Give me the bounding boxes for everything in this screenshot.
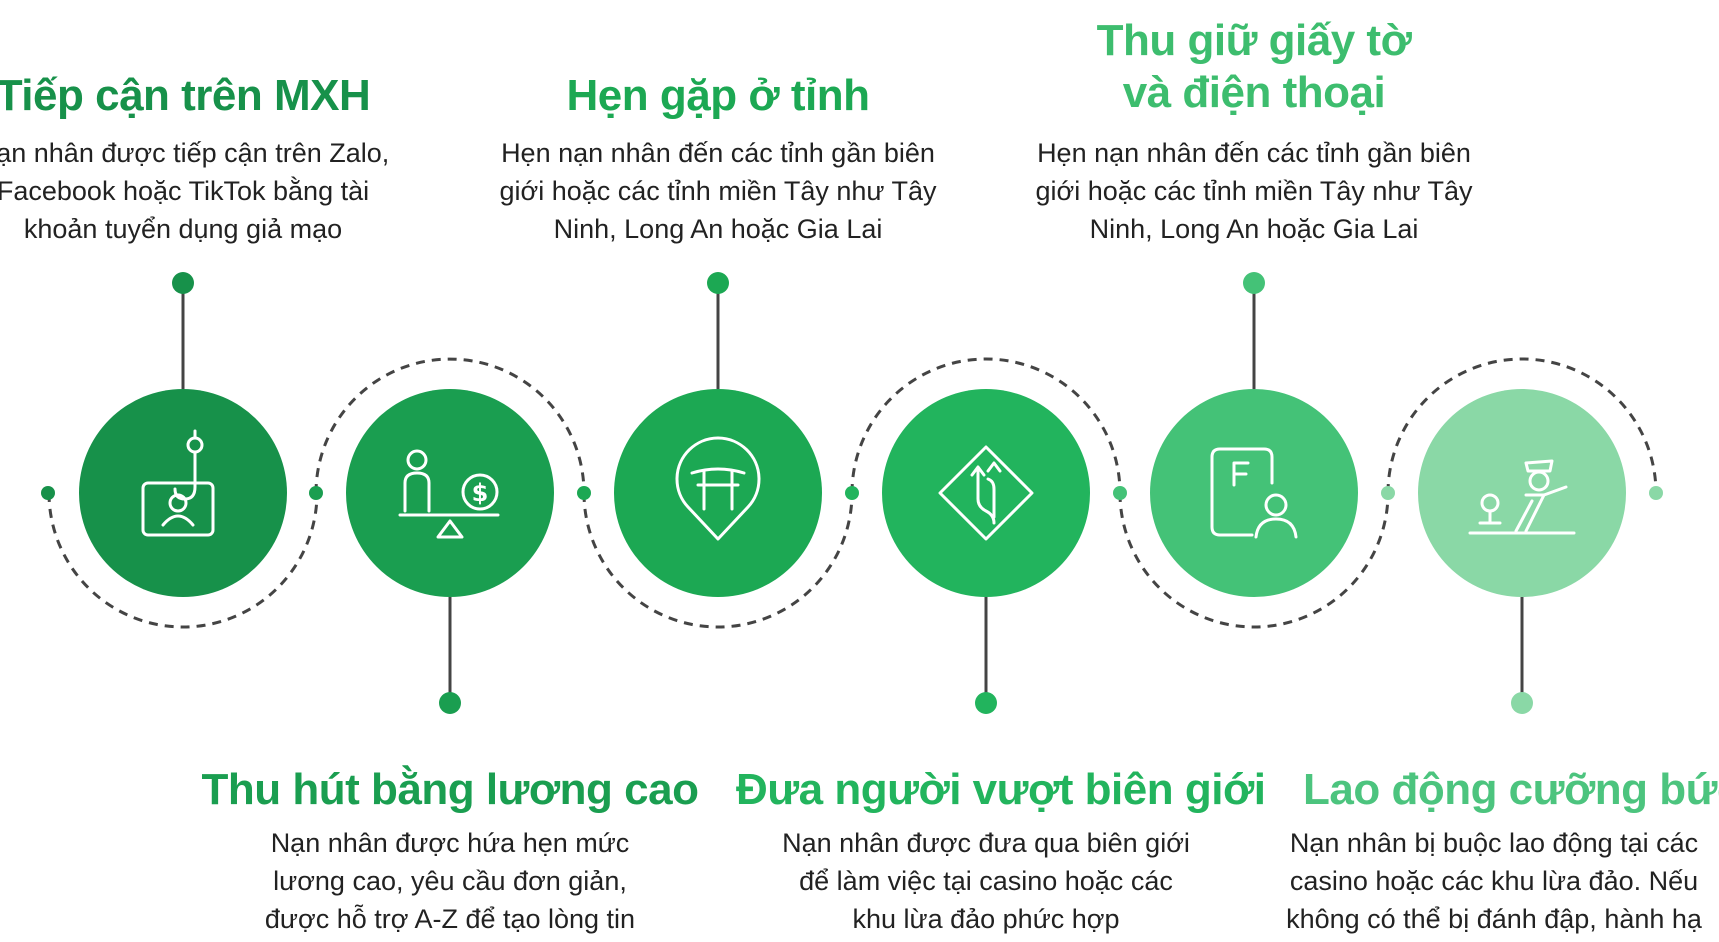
step-5-title-line-1: Thu giữ giấy tờ	[1096, 16, 1412, 65]
axis-dot-1	[41, 486, 55, 500]
step-5-desc-line-3: Ninh, Long An hoặc Gia Lai	[1089, 214, 1419, 244]
step-1-title-line: Tiếp cận trên MXH	[0, 71, 371, 120]
step-2-title: Thu hút bằng lương cao	[200, 764, 700, 816]
step-5-title-line-2: và điện thoại	[1122, 68, 1386, 117]
step-1-circle	[79, 389, 287, 597]
axis-dot-2	[309, 486, 323, 500]
step-2-circle	[346, 389, 554, 597]
step-3-description: Hẹn nạn nhân đến các tỉnh gần biên giới …	[498, 134, 938, 248]
step-3-desc-line-2: giới hoặc các tỉnh miền Tây như Tây	[499, 176, 937, 206]
phone-id-icon	[1210, 447, 1298, 539]
step-2-description: Nạn nhân được hứa hẹn mức lương cao, yêu…	[230, 824, 670, 938]
salary-scale-icon: $	[398, 449, 500, 539]
step-6-description: Nạn nhân bị buộc lao động tại các casino…	[1274, 824, 1714, 938]
step-6-circle	[1418, 389, 1626, 597]
step-4-desc-line-2: để làm việc tại casino hoặc các	[799, 866, 1173, 896]
step-5-desc-line-1: Hẹn nạn nhân đến các tỉnh gần biên	[1037, 138, 1471, 168]
step-6-desc-line-2: casino hoặc các khu lừa đảo. Nếu	[1289, 866, 1699, 896]
axis-dot-3	[577, 486, 591, 500]
step-1-desc-line-2: Facebook hoặc TikTok bằng tài	[0, 176, 370, 206]
step-1-description: Nạn nhân được tiếp cận trên Zalo, Facebo…	[0, 134, 403, 248]
step-5-desc-line-2: giới hoặc các tỉnh miền Tây như Tây	[1035, 176, 1473, 206]
axis-dot-6	[1381, 486, 1395, 500]
step-3-desc-line-1: Hẹn nạn nhân đến các tỉnh gần biên	[501, 138, 935, 168]
step-4-title-line: Đưa người vượt biên giới	[736, 765, 1266, 814]
step-6-desc-line-3: không có thể bị đánh đập, hành hạ	[1286, 904, 1702, 934]
step-4-title: Đưa người vượt biên giới	[736, 764, 1266, 816]
step-5-description: Hẹn nạn nhân đến các tỉnh gần biên giới …	[1034, 134, 1474, 248]
axis-dot-5	[1113, 486, 1127, 500]
step-6-desc-line-1: Nạn nhân bị buộc lao động tại các	[1289, 828, 1699, 858]
stem-dot-5	[1243, 272, 1265, 294]
step-5-circle	[1150, 389, 1358, 597]
step-1-desc-line-1: Nạn nhân được tiếp cận trên Zalo,	[0, 138, 390, 168]
axis-dot-7	[1649, 486, 1663, 500]
step-4-desc-line-3: khu lừa đảo phức hợp	[852, 904, 1120, 934]
step-2-desc-line-3: được hỗ trợ A-Z để tạo lòng tin	[264, 904, 636, 934]
connector-arc-4	[850, 357, 1122, 494]
connector-arc-3	[582, 492, 854, 629]
stem-dot-1	[172, 272, 194, 294]
forced-labor-icon	[1468, 459, 1576, 535]
connector-arc-6	[1386, 357, 1658, 494]
step-6-title-line: Lao động cưỡng bức	[1303, 765, 1719, 814]
step-2-desc-line-2: lương cao, yêu cầu đơn giản,	[273, 866, 627, 896]
svg-text:$: $	[472, 479, 489, 507]
connector-arc-1	[47, 492, 319, 629]
step-2-desc-line-1: Nạn nhân được hứa hẹn mức	[270, 828, 630, 858]
step-4-description: Nạn nhân được đưa qua biên giới để làm v…	[766, 824, 1206, 938]
step-3-desc-line-3: Ninh, Long An hoặc Gia Lai	[553, 214, 883, 244]
step-4-desc-line-1: Nạn nhân được đưa qua biên giới	[782, 828, 1190, 858]
step-5-title: Thu giữ giấy tờ và điện thoại	[1004, 15, 1504, 119]
social-recruit-icon	[141, 429, 215, 537]
stem-dot-6	[1511, 692, 1533, 714]
connector-arc-5	[1118, 492, 1390, 629]
step-3-circle	[614, 389, 822, 597]
step-6-title: Lao động cưỡng bức	[1272, 764, 1719, 816]
stem-dot-2	[439, 692, 461, 714]
axis-dot-4	[845, 486, 859, 500]
step-4-circle	[882, 389, 1090, 597]
step-1-title: Tiếp cận trên MXH	[0, 70, 433, 122]
connector-arc-2	[314, 357, 586, 494]
step-2-title-line: Thu hút bằng lương cao	[201, 765, 699, 814]
step-3-title: Hẹn gặp ở tỉnh	[468, 70, 968, 122]
step-1-desc-line-3: khoản tuyển dụng giả mạo	[23, 214, 343, 244]
road-sign-icon	[938, 445, 1034, 541]
stem-dot-4	[975, 692, 997, 714]
step-3-title-line: Hẹn gặp ở tỉnh	[566, 71, 870, 120]
location-gate-icon	[675, 436, 761, 541]
stem-dot-3	[707, 272, 729, 294]
